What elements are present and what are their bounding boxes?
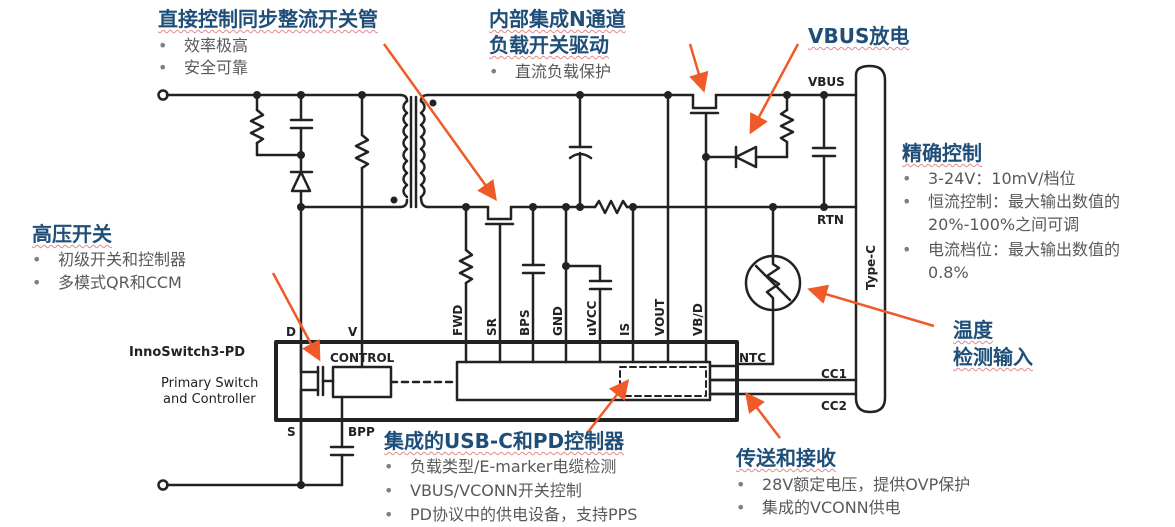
uvcc-capacitor — [564, 264, 613, 344]
pin-v-label: V — [348, 325, 358, 339]
chip-desc-line2: and Controller — [163, 392, 256, 407]
vbus-discharge-circuit — [704, 93, 795, 169]
pin-bpp-label: BPP — [348, 425, 375, 439]
snubber-capacitor — [289, 93, 314, 172]
primary-mosfet — [299, 340, 335, 487]
pd-controller-block — [619, 366, 707, 397]
pin-label-sr: SR — [485, 318, 499, 336]
cc2-label: CC2 — [821, 399, 847, 413]
callout-usbc-bullet: •VBUS/VCONN开关控制 — [384, 481, 582, 500]
arrow-sync-rect — [382, 43, 497, 202]
rtn-label: RTN — [817, 213, 844, 227]
callout-nchannel-bullet: •直流负载保护 — [489, 62, 612, 81]
callout-hv-title: 高压开关 — [32, 222, 112, 246]
callout-usbc-bullet: •PD协议中的供电设备，支持PPS — [384, 505, 638, 524]
transformer-secondary — [419, 99, 426, 199]
pin-label-vout: VOUT — [653, 298, 667, 336]
callout-hv-bullet: •初级开关和控制器 — [32, 250, 187, 269]
arrow-temp-sense — [807, 284, 935, 328]
pin-label-is: IS — [618, 323, 632, 336]
arrow-load-switch — [688, 43, 709, 93]
callout-vbus-discharge-title: VBUS放电 — [808, 24, 910, 48]
v-pin-resistor — [354, 93, 370, 344]
pin-label-bps: BPS — [518, 309, 532, 336]
callout-precise-title: 精确控制 — [902, 141, 982, 165]
primary-top-rail — [157, 89, 409, 103]
chip-name: InnoSwitch3-PD — [129, 345, 245, 360]
secondary-pin-labels: FWD SR BPS GND uVCC IS VOUT VB/D — [451, 298, 705, 336]
vbus-capacitor — [811, 93, 837, 209]
callout-usbc-title: 集成的USB-C和PD控制器 — [384, 429, 625, 453]
callout-nchannel-title-2: 负载开关驱动 — [489, 33, 609, 57]
pin-label-gnd: GND — [551, 306, 565, 336]
callout-usbc-bullet: •负载类型/E-marker电缆检测 — [384, 457, 617, 476]
bpp-capacitor — [329, 395, 355, 487]
callout-txrx-bullet: •集成的VCONN供电 — [736, 498, 901, 517]
pin-label-vb-d: VB/D — [691, 303, 705, 336]
callout-sync-rect-title: 直接控制同步整流开关管 — [158, 7, 378, 31]
sense-resistor — [593, 199, 629, 215]
junction-dots — [253, 91, 828, 489]
callout-precise-bullet: •3-24V：10mV/档位 — [902, 169, 1076, 188]
callout-precise-bullet: •恒流控制：最大输出数值的 — [902, 192, 1121, 211]
callout-temp-title-1: 温度 — [953, 318, 993, 342]
callout-txrx-title: 传送和接收 — [736, 446, 836, 470]
callout-sync-rect-bullet: •效率极高 — [158, 36, 249, 55]
callout-precise-bullet-cont: 20%-100%之间可调 — [928, 215, 1080, 234]
control-block — [331, 365, 393, 399]
snubber-resistor — [249, 93, 303, 157]
output-capacitor — [568, 93, 593, 209]
arrow-hv-switch — [271, 272, 321, 362]
callout-precise-bullet: •电流档位：最大输出数值的 — [902, 240, 1121, 259]
sr-fet — [484, 205, 515, 344]
callout-temp-title-2: 检测输入 — [953, 345, 1033, 369]
pin-label-fwd: FWD — [451, 305, 465, 336]
control-label: CONTROL — [330, 351, 395, 365]
cc1-label: CC1 — [821, 367, 847, 381]
arrow-usbc-pd — [587, 379, 630, 433]
callout-nchannel-title-1: 内部集成N通道 — [489, 7, 626, 31]
pin-d-label: D — [286, 325, 296, 339]
callout-sync-rect-bullet: •安全可靠 — [158, 58, 249, 77]
secondary-pin-stubs — [464, 340, 739, 396]
arrow-vbus-discharge — [749, 43, 800, 135]
pin-label-uvcc: uVCC — [585, 300, 599, 336]
transformer-primary — [402, 99, 409, 199]
callout-hv-bullet: •多模式QR和CCM — [32, 273, 182, 292]
chip-desc-line1: Primary Switch — [161, 376, 258, 391]
type-c-connector — [854, 64, 887, 414]
callout-txrx-bullet: •28V额定电压，提供OVP保护 — [736, 475, 971, 494]
fwd-resistor — [458, 205, 474, 344]
vbus-label: VBUS — [808, 75, 845, 89]
type-c-label: Type-C — [864, 245, 878, 290]
callout-precise-bullet-cont: 0.8% — [928, 263, 969, 282]
ntc-thermistor — [735, 205, 802, 366]
pin-s-label: S — [287, 425, 296, 439]
arrow-tx-rx — [744, 392, 781, 439]
ntc-label: NTC — [739, 351, 766, 365]
bps-capacitor — [521, 205, 546, 344]
